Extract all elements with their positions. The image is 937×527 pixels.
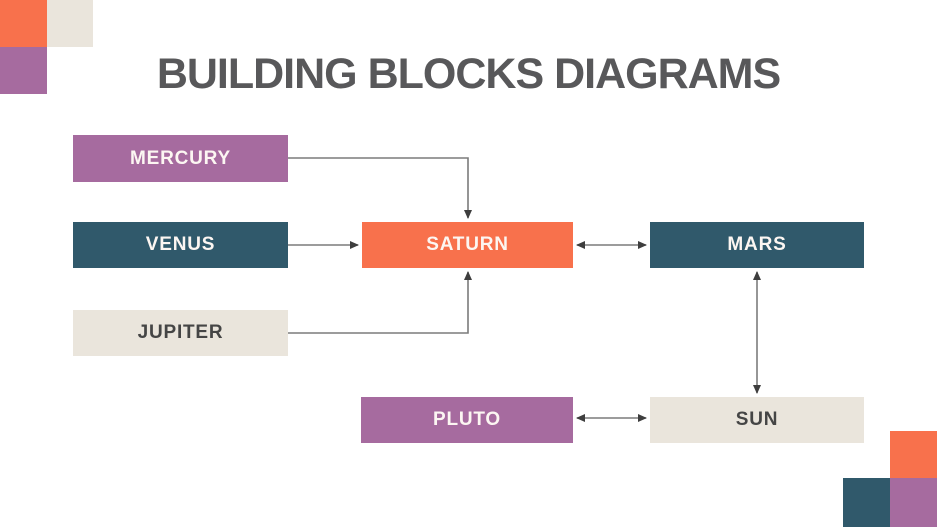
node-pluto: PLUTO: [361, 397, 573, 443]
corner-square-bottom-right-purple: [890, 478, 937, 527]
page-title: BUILDING BLOCKS DIAGRAMS: [156, 50, 781, 98]
node-sun: SUN: [650, 397, 864, 443]
node-pluto-label: PLUTO: [432, 409, 502, 430]
node-mercury-label: MERCURY: [130, 147, 231, 169]
node-jupiter: JUPITER: [73, 310, 288, 356]
corner-square-top-left-purple: [0, 47, 47, 94]
node-jupiter-label: JUPITER: [137, 322, 224, 343]
node-venus-label: VENUS: [145, 234, 216, 255]
edge-mercury-saturn: [288, 157, 472, 219]
edge-jupiter-saturn: [288, 271, 472, 334]
node-sun-label: SUN: [735, 409, 779, 430]
corner-square-top-left-beige: [47, 0, 93, 47]
node-saturn: SATURN: [362, 222, 573, 268]
node-mercury: MERCURY: [73, 135, 288, 182]
corner-square-top-left-orange: [0, 0, 47, 47]
node-mars-label: MARS: [727, 234, 787, 255]
corner-square-bottom-right-teal: [843, 478, 890, 527]
corner-square-bottom-right-orange: [890, 431, 937, 478]
node-mars: MARS: [650, 222, 864, 268]
node-venus: VENUS: [73, 222, 288, 268]
node-saturn-label: SATURN: [426, 234, 509, 255]
